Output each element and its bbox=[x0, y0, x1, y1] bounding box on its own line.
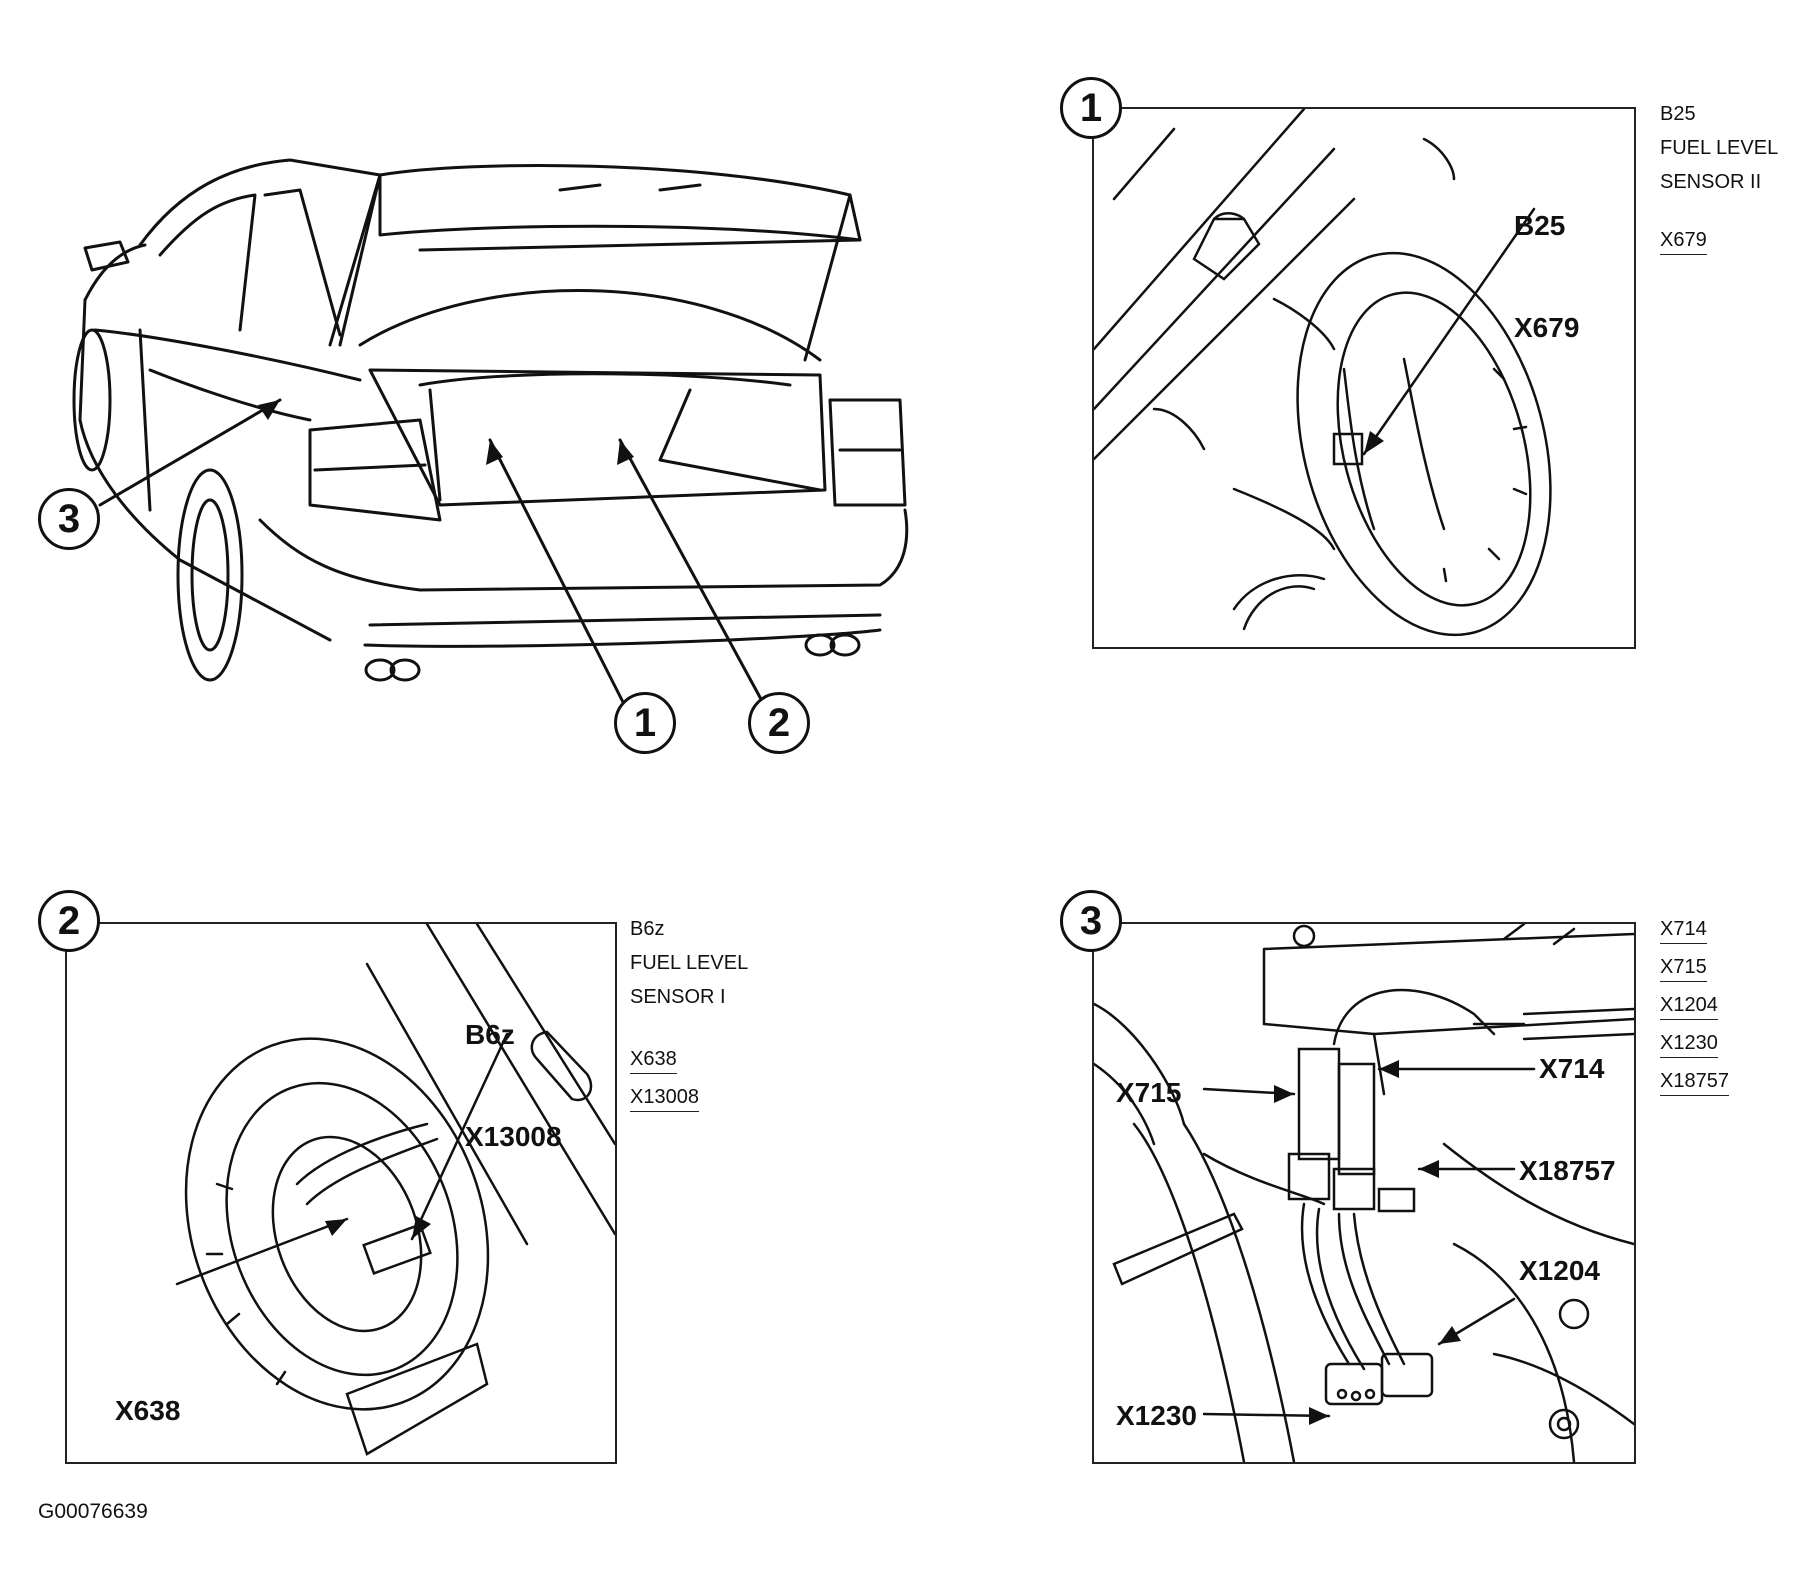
panel3-connector-x715: X715 bbox=[1660, 953, 1707, 982]
fuel-sensor-i-drawing bbox=[175, 924, 615, 1456]
panel3-connector-x1230: X1230 bbox=[1660, 1029, 1718, 1058]
overview-callout-1: 1 bbox=[614, 692, 676, 754]
panel3-pointer-x18757: X18757 bbox=[1519, 1155, 1616, 1186]
figure-id: G00076639 bbox=[38, 1500, 148, 1523]
fuel-sensor-ii-drawing bbox=[1094, 109, 1552, 637]
panel1-legend-name-2: SENSOR II bbox=[1660, 171, 1762, 193]
panel3-connector-x18757: X18757 bbox=[1660, 1067, 1729, 1096]
connector-harness-drawing bbox=[1094, 924, 1634, 1462]
panel3-pointer-x1230: X1230 bbox=[1116, 1400, 1197, 1431]
detail-panel-3: X714 X715 X18757 X1204 X1230 bbox=[1092, 922, 1636, 1464]
detail-panel-2: B6z X13008 X638 bbox=[65, 922, 617, 1464]
panel3-pointer-x1204: X1204 bbox=[1519, 1255, 1600, 1286]
panel1-number-badge: 1 bbox=[1060, 77, 1122, 139]
panel2-legend-name-2: SENSOR I bbox=[630, 986, 726, 1008]
panel1-component-label: B25 X679 bbox=[1514, 210, 1580, 343]
panel2-legend: B6z FUEL LEVEL SENSOR I X638 X13008 bbox=[630, 912, 748, 1118]
panel3-legend: X714 X715 X1204 X1230 X18757 bbox=[1660, 912, 1729, 1102]
panel2-legend-code: B6z bbox=[630, 918, 665, 940]
panel3-pointer-x714: X714 bbox=[1539, 1053, 1605, 1084]
panel2-legend-name-1: FUEL LEVEL bbox=[630, 952, 749, 974]
panel1-legend-code: B25 bbox=[1660, 103, 1696, 125]
overview-callout-2: 2 bbox=[748, 692, 810, 754]
panel3-pointer-x715: X715 bbox=[1116, 1077, 1182, 1108]
panel3-connector-x714: X714 bbox=[1660, 915, 1707, 944]
panel2-number-badge: 2 bbox=[38, 890, 100, 952]
panel1-legend: B25 FUEL LEVEL SENSOR II X679 bbox=[1660, 97, 1778, 261]
panel2-pointer-x638: X638 bbox=[115, 1395, 181, 1426]
detail-panel-1: B25 X679 bbox=[1092, 107, 1636, 649]
panel1-legend-name-1: FUEL LEVEL bbox=[1660, 137, 1779, 159]
panel2-connector-x638: X638 bbox=[630, 1045, 677, 1074]
panel2-component-label: B6z X13008 bbox=[465, 1019, 562, 1152]
panel3-number-badge: 3 bbox=[1060, 890, 1122, 952]
panel2-connector-x13008: X13008 bbox=[630, 1083, 699, 1112]
overview-callout-3: 3 bbox=[38, 488, 100, 550]
panel3-connector-x1204: X1204 bbox=[1660, 991, 1718, 1020]
panel1-connector-x679: X679 bbox=[1660, 226, 1707, 255]
